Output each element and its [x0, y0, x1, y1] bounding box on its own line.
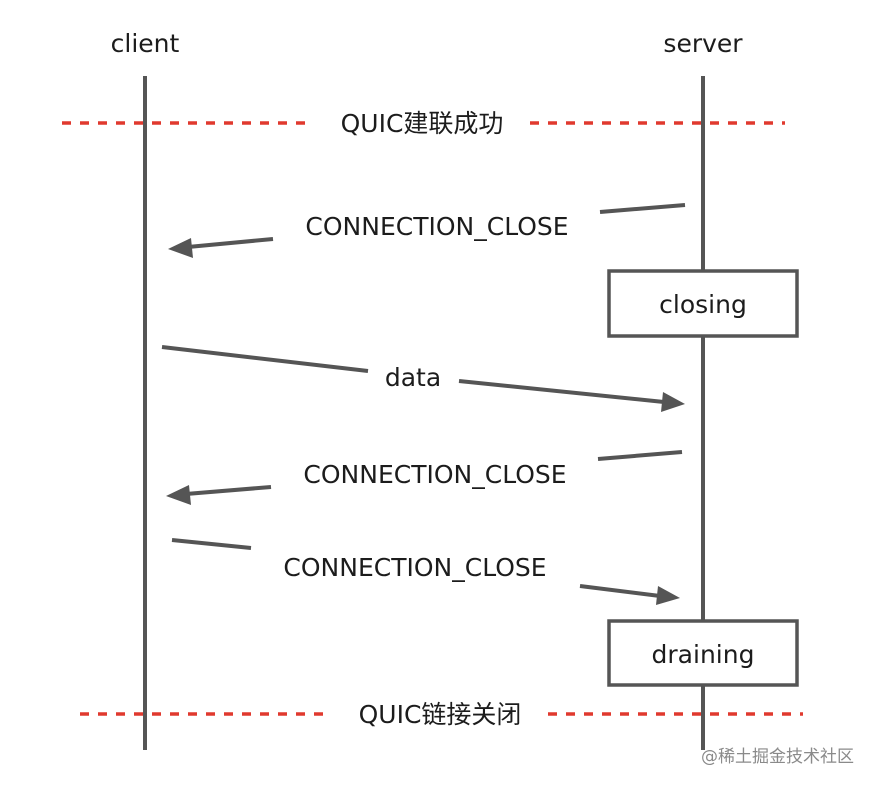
closing-state: closing: [607, 269, 799, 338]
message-close-3: CONNECTION_CLOSE: [171, 538, 680, 605]
close-1-segment-client: [187, 237, 274, 249]
server-label: server: [663, 29, 743, 58]
data-segment-client: [161, 345, 369, 373]
close-1-label: CONNECTION_CLOSE: [305, 212, 568, 241]
draining-state: draining: [607, 619, 799, 687]
closing-label: closing: [659, 290, 747, 319]
closed-divider-label: QUIC链接关闭: [359, 700, 522, 729]
data-arrowhead: [661, 392, 685, 412]
close-3-segment-client: [171, 538, 252, 550]
client-label: client: [111, 29, 180, 58]
data-label: data: [385, 363, 441, 392]
close-2-arrowhead: [166, 485, 191, 505]
close-1-segment-server: [599, 203, 686, 214]
message-close-2: CONNECTION_CLOSE: [166, 450, 683, 505]
message-close-1: CONNECTION_CLOSE: [168, 203, 686, 258]
close-3-arrowhead: [656, 586, 680, 605]
closing-box: [607, 269, 799, 338]
watermark: @稀土掘金技术社区: [701, 747, 854, 767]
close-2-label: CONNECTION_CLOSE: [303, 460, 566, 489]
data-segment-server: [458, 379, 665, 404]
close-2-segment-server: [597, 450, 683, 461]
close-1-arrowhead: [168, 238, 193, 258]
close-3-label: CONNECTION_CLOSE: [283, 553, 546, 582]
established-divider-label: QUIC建联成功: [341, 109, 504, 138]
draining-label: draining: [652, 640, 755, 669]
close-2-segment-client: [185, 485, 272, 496]
message-data: data: [161, 345, 685, 412]
draining-box: [607, 619, 799, 687]
close-3-segment-server: [579, 584, 661, 598]
